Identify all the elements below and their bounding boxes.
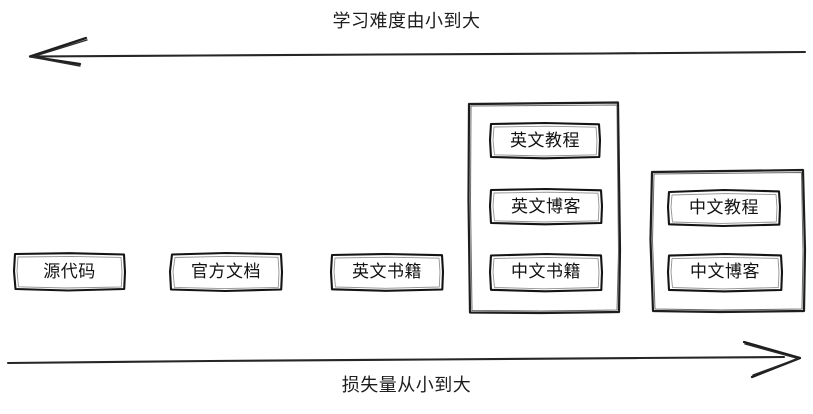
node-chinese-tutorial[interactable] bbox=[666, 188, 782, 228]
arrow-left-icon bbox=[28, 36, 88, 67]
top-axis bbox=[28, 36, 807, 67]
top-axis-label: 学习难度由小到大 bbox=[332, 11, 481, 31]
bottom-axis-label: 损失量从小到大 bbox=[341, 375, 472, 395]
top-axis-line bbox=[28, 50, 807, 58]
arrow-right-icon bbox=[742, 340, 802, 379]
node-chinese-blog[interactable] bbox=[666, 252, 784, 293]
bottom-axis bbox=[6, 340, 802, 379]
node-english-books[interactable] bbox=[329, 252, 445, 292]
bottom-axis-line bbox=[6, 355, 786, 365]
node-english-blog[interactable] bbox=[488, 187, 604, 226]
node-source-code[interactable] bbox=[12, 252, 127, 292]
node-english-tutorial[interactable] bbox=[488, 121, 602, 160]
node-chinese-books[interactable] bbox=[488, 252, 604, 293]
node-official-docs[interactable] bbox=[168, 251, 284, 293]
